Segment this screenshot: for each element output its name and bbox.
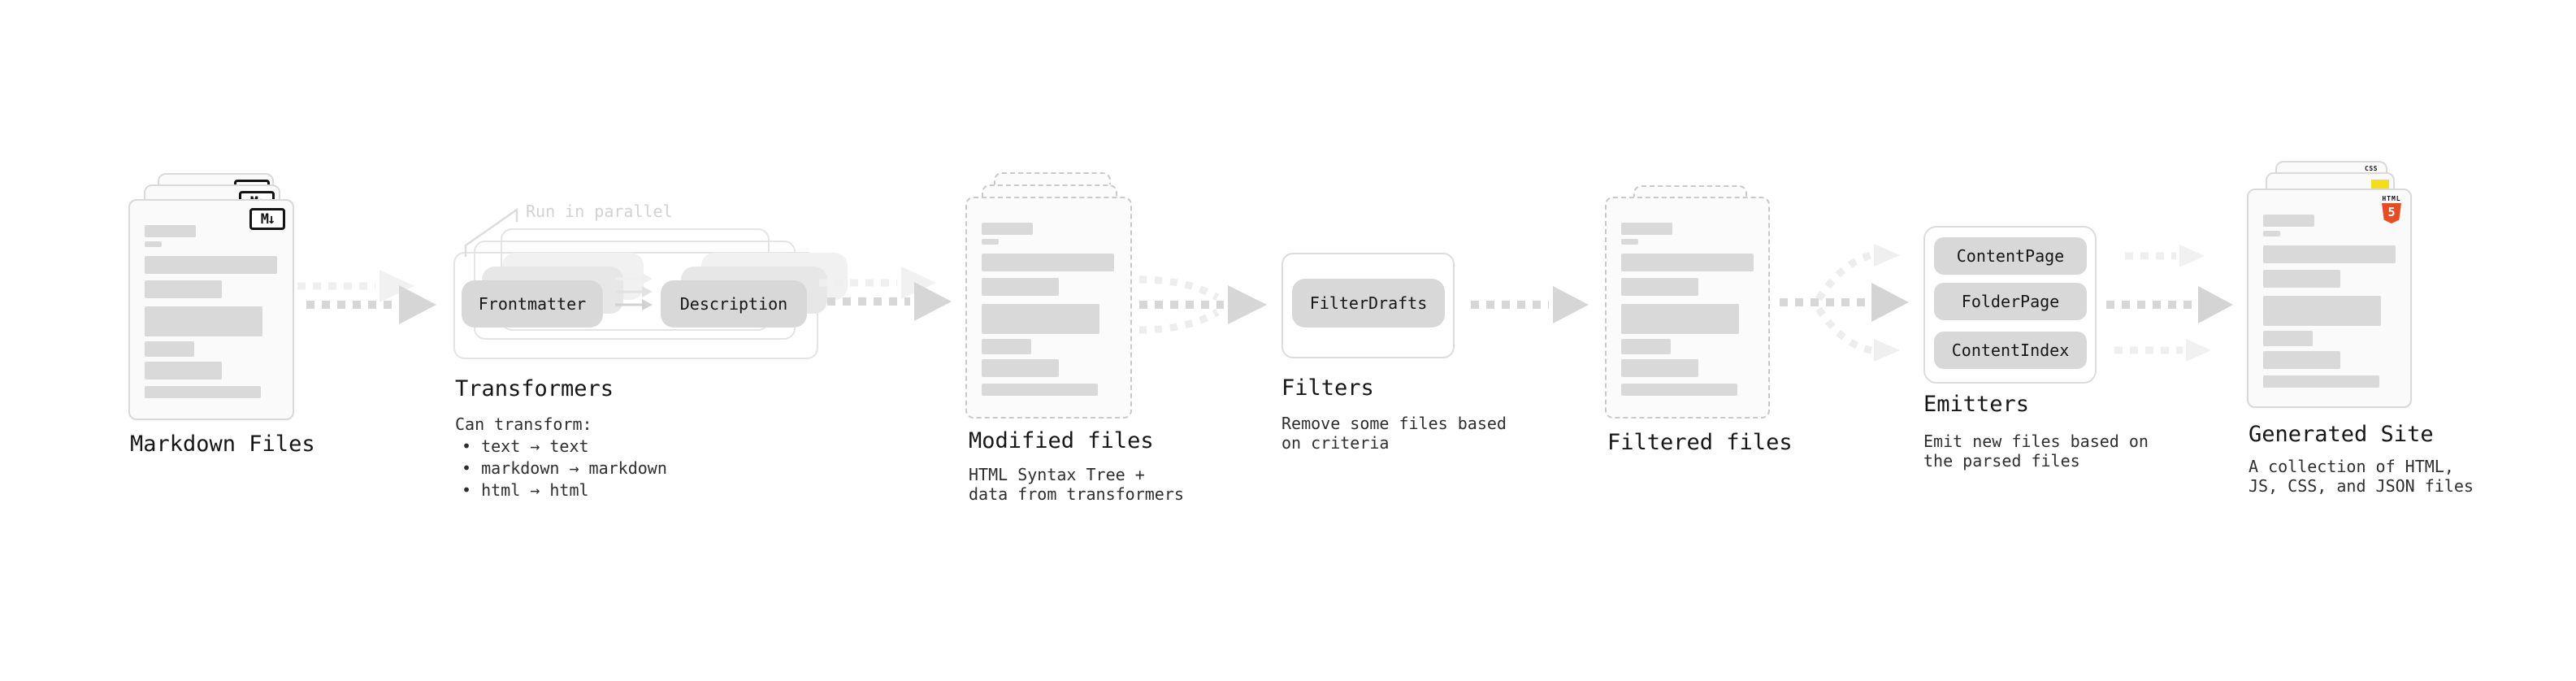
stage-markdown-files: M↓ M↓ M↓ Markdown Files (128, 161, 356, 470)
placeholder-bar (145, 256, 277, 274)
placeholder-bar (1621, 359, 1698, 377)
placeholder-bar (982, 239, 999, 245)
bullet-item: • text → text (462, 436, 589, 456)
filtered-file-card-front (1605, 197, 1770, 419)
transformers-caption: Can transform: (455, 414, 592, 434)
stage-title-emitters: Emitters (1923, 392, 2030, 417)
placeholder-bar (2263, 331, 2313, 346)
placeholder-bar (1621, 254, 1754, 271)
placeholder-bar (1621, 384, 1737, 396)
stage-title-markdown-files: Markdown Files (130, 432, 315, 457)
stage-title-modified-files: Modified files (969, 428, 1154, 453)
placeholder-bar (982, 223, 1033, 235)
placeholder-bar (982, 359, 1059, 377)
stage-modified-files: Modified files HTML Syntax Tree + data f… (965, 172, 1193, 514)
placeholder-bar (145, 225, 196, 237)
generated-subtitle-line2: JS, CSS, and JSON files (2249, 476, 2474, 496)
transformers-bullet-list: • text → text • markdown → markdown • ht… (462, 436, 667, 501)
placeholder-bar (2263, 231, 2280, 236)
placeholder-bar (2263, 215, 2314, 227)
bullet-item: • html → html (462, 480, 589, 500)
html5-icon: HTML 5 (2381, 195, 2402, 223)
markdown-icon: M↓ (249, 208, 285, 230)
run-in-parallel-note: Run in parallel (526, 202, 673, 221)
placeholder-bar (145, 362, 222, 380)
placeholder-bar (145, 306, 262, 336)
emitters-subtitle-line2: the parsed files (1923, 451, 2080, 471)
placeholder-bar (1621, 304, 1739, 334)
generated-subtitle-line1: A collection of HTML, (2249, 457, 2454, 476)
placeholder-bar (145, 241, 162, 247)
placeholder-bar (1621, 339, 1671, 354)
modified-subtitle-line2: data from transformers (969, 484, 1184, 504)
stage-emitters: ContentPage FolderPage ContentIndex Emit… (1923, 226, 2151, 494)
stage-filtered-files: Filtered files (1605, 185, 1832, 478)
contentpage-pill: ContentPage (1934, 237, 2087, 275)
filterdrafts-pill: FilterDrafts (1292, 279, 1445, 327)
placeholder-bar (1621, 223, 1672, 235)
stage-title-filtered-files: Filtered files (1607, 430, 1793, 455)
description-pill: Description (661, 280, 807, 327)
placeholder-bar (982, 339, 1031, 354)
placeholder-bar (1621, 239, 1638, 245)
placeholder-bar (2263, 270, 2340, 288)
placeholder-bar (2263, 351, 2340, 369)
html5-icon-shield: 5 (2382, 203, 2401, 223)
placeholder-bar (145, 341, 194, 357)
stage-title-transformers: Transformers (455, 376, 614, 401)
placeholder-bar (2263, 296, 2381, 326)
emitters-subtitle-line1: Emit new files based on (1923, 432, 2149, 451)
modified-subtitle-line1: HTML Syntax Tree + (969, 465, 1145, 484)
placeholder-bar (982, 304, 1099, 334)
stage-title-generated-site: Generated Site (2249, 422, 2434, 447)
placeholder-bar (982, 384, 1098, 396)
placeholder-bar (145, 280, 222, 298)
placeholder-bar (2263, 375, 2379, 388)
frontmatter-pill: Frontmatter (462, 280, 603, 327)
stage-generated-site: CSS HTML 5 Generated Site A collection o… (2247, 161, 2491, 502)
html5-icon-label: HTML (2382, 195, 2401, 202)
filters-subtitle-line1: Remove some files based (1281, 414, 1507, 433)
modified-file-card-front (965, 197, 1132, 419)
contentindex-pill: ContentIndex (1934, 332, 2087, 369)
placeholder-bar (2263, 245, 2396, 263)
placeholder-bar (145, 386, 261, 398)
markdown-file-card-front: M↓ (128, 199, 294, 420)
css-icon-label: CSS (2365, 165, 2378, 172)
placeholder-bar (1621, 278, 1698, 296)
folderpage-pill: FolderPage (1934, 283, 2087, 320)
stage-title-filters: Filters (1281, 375, 1374, 401)
filters-subtitle-line2: on criteria (1281, 433, 1390, 453)
placeholder-bar (982, 254, 1114, 271)
stage-filters: FilterDrafts Filters Remove some files b… (1281, 253, 1509, 497)
generated-file-card-front: HTML 5 (2247, 189, 2412, 408)
stage-transformers: Run in parallel Frontmatter Description … (453, 197, 848, 522)
bullet-item: • markdown → markdown (462, 458, 667, 478)
placeholder-bar (982, 278, 1059, 296)
